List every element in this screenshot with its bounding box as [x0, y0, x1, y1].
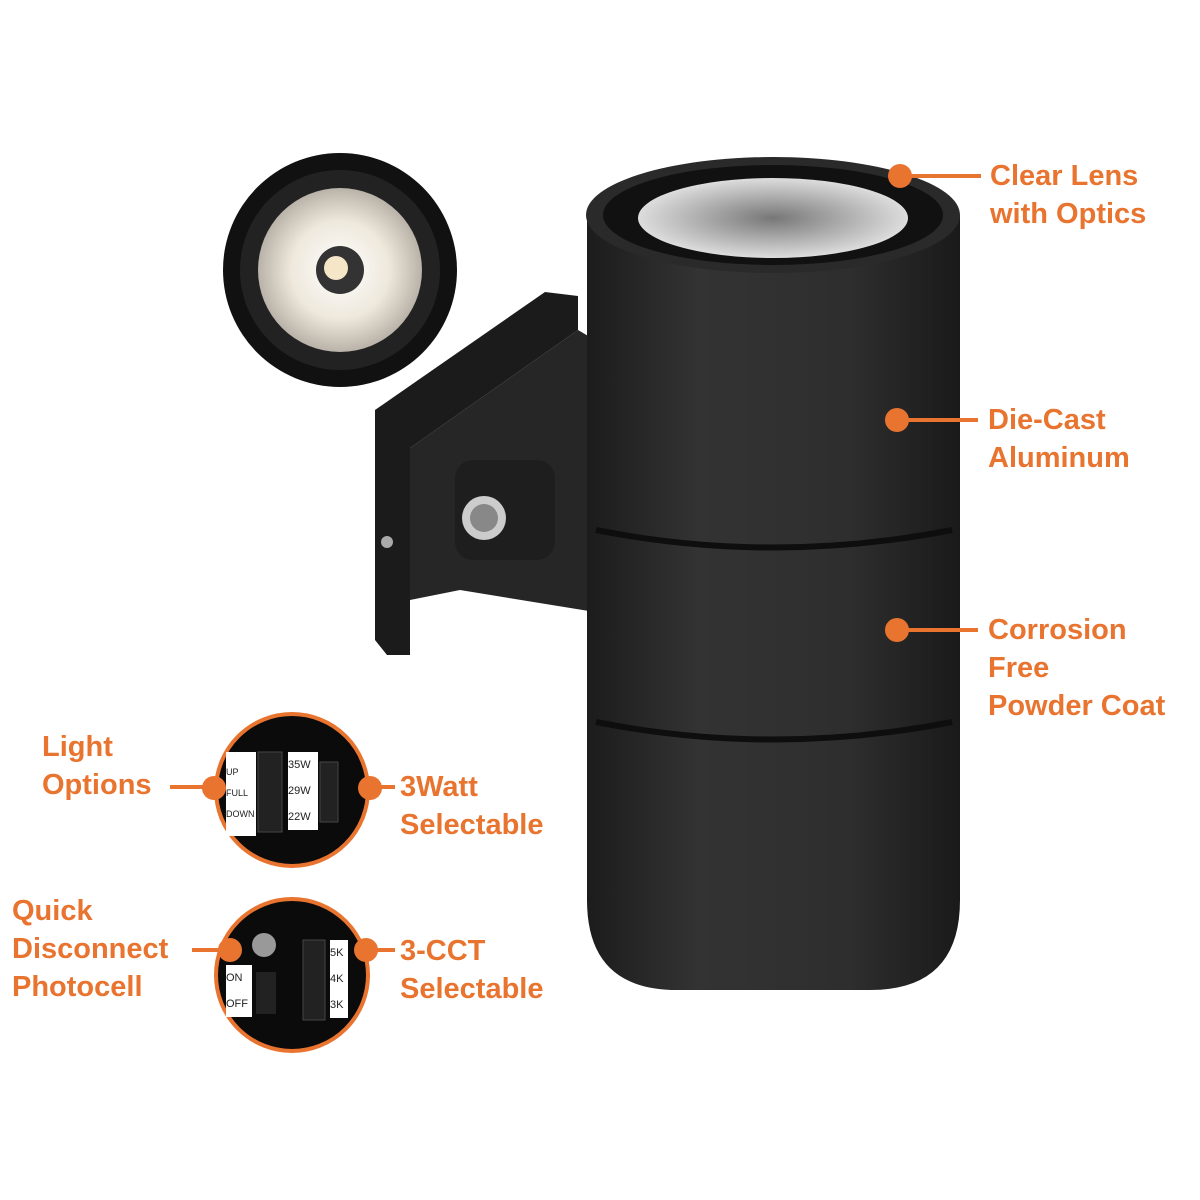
callout-cct: 3-CCT Selectable	[400, 932, 543, 1008]
callout-dot	[202, 776, 226, 800]
switch-label: ON	[226, 972, 243, 984]
switch-label: 35W	[288, 759, 311, 771]
callout-dot	[218, 938, 242, 962]
callout-text: Clear Lens	[990, 160, 1139, 192]
switch-label: DOWN	[226, 809, 255, 819]
callout-text: Selectable	[400, 973, 544, 1005]
switch-label: 4K	[330, 973, 344, 985]
switch-label: 3K	[330, 999, 344, 1011]
callout-corrosion: Corrosion Free Powder Coat	[988, 611, 1165, 725]
callout-text: Photocell	[12, 971, 143, 1003]
callout-line	[375, 785, 395, 789]
callout-text: Options	[42, 769, 152, 801]
wall-bracket	[375, 292, 595, 655]
switch-label: 29W	[288, 785, 311, 797]
callout-line	[170, 785, 210, 789]
callout-text: with Optics	[990, 198, 1147, 230]
callout-text: Powder Coat	[988, 690, 1166, 722]
callout-text: Quick	[12, 895, 93, 927]
callout-die-cast: Die-Cast Aluminum	[988, 401, 1130, 477]
switch-label: 22W	[288, 811, 311, 823]
callout-line	[902, 418, 978, 422]
callout-text: Light	[42, 731, 113, 763]
callout-text: Free	[988, 652, 1050, 684]
switch-label: 5K	[330, 947, 344, 959]
callout-line	[192, 948, 222, 952]
callout-text: Selectable	[400, 809, 544, 841]
switch-label: UP	[226, 767, 239, 777]
cct-switch-labels: 5K 4K 3K	[330, 940, 348, 1018]
callout-light-options: Light Options	[42, 728, 152, 804]
callout-line	[902, 628, 978, 632]
callout-photocell: Quick Disconnect Photocell	[12, 892, 168, 1006]
watt-switch-labels: 35W 29W 22W	[288, 752, 318, 830]
callout-text: Die-Cast	[988, 404, 1106, 436]
light-option-switch-labels: UP FULL DOWN	[226, 752, 256, 836]
switch-label: FULL	[226, 788, 249, 798]
callout-text: 3-CCT	[400, 935, 486, 967]
photocell-switch-labels: ON OFF	[226, 965, 252, 1017]
callout-text: 3Watt	[400, 771, 478, 803]
bottom-view-lens	[223, 153, 457, 387]
callout-text: Corrosion	[988, 614, 1127, 646]
callout-clear-lens: Clear Lens with Optics	[990, 157, 1146, 233]
callout-line	[370, 948, 395, 952]
switch-label: OFF	[226, 998, 248, 1010]
callout-line	[905, 174, 981, 178]
callout-text: Aluminum	[988, 442, 1130, 474]
callout-watt: 3Watt Selectable	[400, 768, 543, 844]
callout-text: Disconnect	[12, 933, 169, 965]
cylinder-body	[586, 157, 960, 990]
